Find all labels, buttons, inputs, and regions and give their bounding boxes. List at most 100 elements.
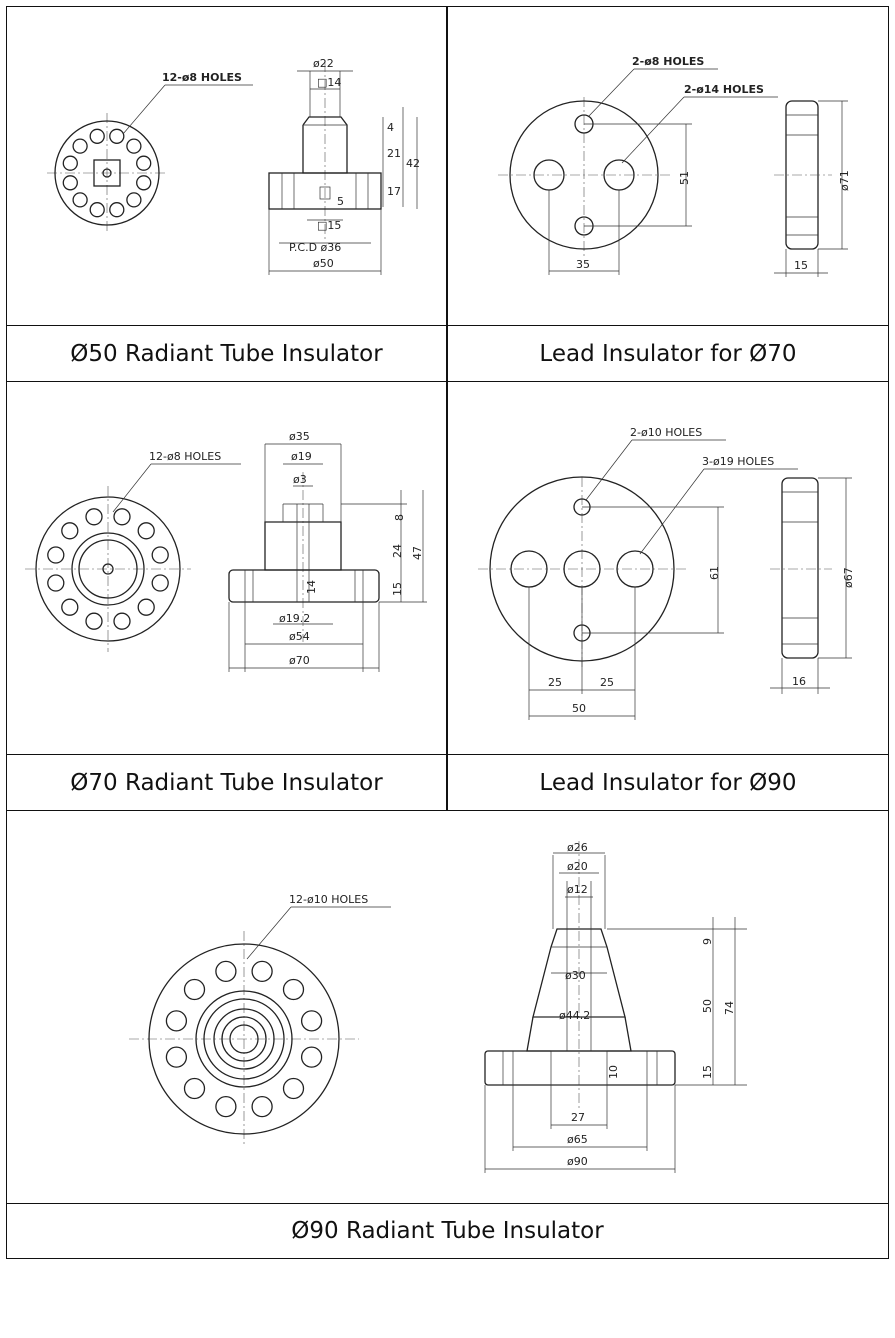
bolt-hole — [113, 508, 131, 526]
dim-47: 47 — [411, 546, 424, 560]
dim-27: 27 — [571, 1111, 585, 1124]
bolt-hole — [251, 1095, 273, 1118]
dim-5: 5 — [337, 195, 344, 208]
dim-15: 15 — [701, 1065, 714, 1079]
dim-od65: ø65 — [567, 1133, 588, 1146]
bolt-hole — [183, 978, 206, 1001]
dim-od35: ø35 — [289, 430, 310, 443]
front-view — [498, 97, 673, 257]
drawing-panel-d90-radiant: 12-ø10 HOLES ø26 ø20 ø12 9 ø30 50 74 ø44… — [6, 810, 889, 1204]
bolt-hole — [136, 175, 152, 191]
dim-42: 42 — [406, 157, 420, 170]
dim-4: 4 — [387, 121, 394, 134]
dim-od54: ø54 — [289, 630, 310, 643]
bolt-hole — [300, 1010, 323, 1032]
dim-od70: ø70 — [289, 654, 310, 667]
side-view — [770, 477, 832, 659]
bolt-hole — [72, 192, 88, 208]
bolt-hole — [72, 138, 88, 154]
bolt-hole — [137, 598, 155, 616]
bolt-hole — [61, 598, 79, 616]
bolt-hole — [109, 202, 125, 218]
bolt-hole — [113, 612, 131, 630]
dim-24: 24 — [391, 544, 404, 558]
dim-od19: ø19 — [291, 450, 312, 463]
dim-17: 17 — [387, 185, 401, 198]
dim-od22: ø22 — [313, 57, 334, 70]
side-view — [228, 472, 380, 642]
bolt-hole — [165, 1010, 188, 1032]
bolt-hole — [126, 138, 142, 154]
bolt-hole — [151, 574, 169, 592]
holes-callout: 12-ø8 HOLES — [149, 450, 221, 463]
bolt-hole — [89, 202, 105, 218]
caption-d50-radiant: Ø50 Radiant Tube Insulator — [6, 325, 447, 382]
dim-od19-2: ø19.2 — [279, 612, 310, 625]
bolt-hole — [47, 574, 65, 592]
dim-51: 51 — [678, 171, 691, 185]
bolt-hole — [61, 522, 79, 540]
caption-lead-d90: Lead Insulator for Ø90 — [447, 754, 889, 811]
dim-8: 8 — [393, 514, 406, 521]
bolt-hole — [62, 155, 78, 171]
front-view — [478, 476, 688, 670]
bolt-hole — [282, 1077, 305, 1100]
dim-21: 21 — [387, 147, 401, 160]
holes19-callout: 3-ø19 HOLES — [702, 455, 774, 468]
dim-9: 9 — [701, 938, 714, 945]
dim-25-left: 25 — [548, 676, 562, 689]
holes-callout: 12-ø8 HOLES — [162, 71, 242, 84]
dim-16: 16 — [792, 675, 806, 688]
bolt-hole — [62, 175, 78, 191]
side-view — [268, 62, 382, 239]
dim-61: 61 — [708, 566, 721, 580]
dim-od30: ø30 — [565, 969, 586, 982]
dim-sq15: □15 — [317, 219, 341, 232]
dim-10: 10 — [607, 1065, 620, 1079]
dim-od67: ø67 — [842, 567, 855, 588]
dim-od3: ø3 — [293, 473, 307, 486]
dim-od20: ø20 — [567, 860, 588, 873]
dim-od12: ø12 — [567, 883, 588, 896]
caption-d70-radiant: Ø70 Radiant Tube Insulator — [6, 754, 447, 811]
front-view — [129, 931, 359, 1147]
dim-sq14: □14 — [317, 76, 341, 89]
caption-lead-d70: Lead Insulator for Ø70 — [447, 325, 889, 382]
holes14-callout: 2-ø14 HOLES — [684, 83, 764, 96]
bolt-hole — [85, 612, 103, 630]
dim-25-right: 25 — [600, 676, 614, 689]
dim-50: 50 — [701, 999, 714, 1013]
front-view — [25, 486, 191, 652]
dim-od71: ø71 — [838, 170, 851, 191]
dim-74: 74 — [723, 1001, 736, 1015]
dim-od44-2: ø44.2 — [559, 1009, 590, 1022]
bolt-hole — [126, 192, 142, 208]
dim-50: 50 — [572, 702, 586, 715]
front-view — [47, 113, 167, 233]
dim-35: 35 — [576, 258, 590, 271]
dim-14: 14 — [305, 580, 318, 594]
bolt-hole — [300, 1046, 323, 1068]
bolt-hole — [215, 1095, 237, 1118]
bolt-hole — [109, 128, 125, 144]
bolt-hole — [215, 960, 237, 983]
drawing-panel-lead-d70: 2-ø8 HOLES 2-ø14 HOLES 51 35 ø71 15 — [447, 6, 889, 326]
bolt-hole — [151, 546, 169, 564]
bolt-hole — [165, 1046, 188, 1068]
holes10-callout: 2-ø10 HOLES — [630, 426, 702, 439]
dim-15: 15 — [794, 259, 808, 272]
dim-od50: ø50 — [313, 257, 334, 270]
drawing-panel-d50-radiant: 12-ø8 HOLES ø22 □14 4 21 42 17 5 □15 P.C… — [6, 6, 447, 326]
bolt-hole — [47, 546, 65, 564]
side-view — [774, 100, 832, 250]
bolt-hole — [183, 1077, 206, 1100]
drawing-panel-d70-radiant: 12-ø8 HOLES ø35 ø19 ø3 8 24 47 15 14 ø19… — [6, 381, 447, 755]
bolt-hole — [89, 128, 105, 144]
bolt-hole — [251, 960, 273, 983]
holes8-callout: 2-ø8 HOLES — [632, 55, 704, 68]
bolt-hole — [137, 522, 155, 540]
dim-od26: ø26 — [567, 841, 588, 854]
bolt-hole — [136, 155, 152, 171]
bolt-hole — [282, 978, 305, 1001]
holes-callout: 12-ø10 HOLES — [289, 893, 368, 906]
